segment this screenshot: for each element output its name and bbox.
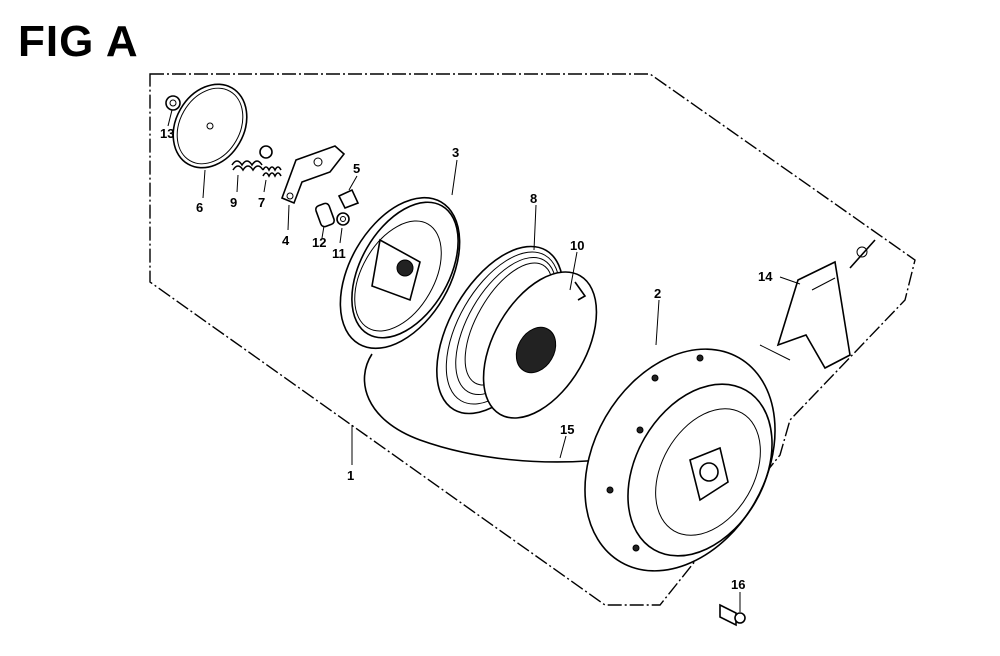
callout-3: 3 xyxy=(452,145,459,160)
callout-13: 13 xyxy=(160,126,174,141)
callout-6: 6 xyxy=(196,200,203,215)
callout-1: 1 xyxy=(347,468,354,483)
callout-12: 12 xyxy=(312,235,326,250)
figure-title: FIG A xyxy=(18,17,139,66)
part-10-spring-case-icon xyxy=(482,271,598,419)
part-3-reel-icon xyxy=(339,196,461,350)
part-4-ratchet-pawl-icon xyxy=(280,145,346,205)
part-7-ratchet-spring-icon xyxy=(259,145,282,178)
part-5-pin-icon xyxy=(337,188,360,210)
callout-10: 10 xyxy=(570,238,584,253)
part-2-starter-case-icon xyxy=(584,348,776,572)
callout-5: 5 xyxy=(353,161,360,176)
callout-11: 11 xyxy=(332,246,346,261)
assembly-boundary-outline xyxy=(149,73,916,606)
part-13-nut-icon xyxy=(165,95,181,111)
part-11-washer-icon xyxy=(336,212,350,226)
callout-16: 16 xyxy=(731,577,745,592)
callout-7: 7 xyxy=(258,195,265,210)
callout-4: 4 xyxy=(282,233,290,248)
callout-9: 9 xyxy=(230,195,237,210)
callout-14: 14 xyxy=(758,269,773,284)
part-16-bolt-icon xyxy=(719,603,746,627)
part-12-collar-icon xyxy=(314,202,336,228)
part-9-spring-icon xyxy=(231,160,264,172)
leader-lines xyxy=(167,109,801,612)
callout-15: 15 xyxy=(560,422,574,437)
callout-2: 2 xyxy=(654,286,661,301)
callout-8: 8 xyxy=(530,191,537,206)
part-6-plate-icon xyxy=(172,83,248,169)
part-14-starter-grip-icon xyxy=(759,239,876,370)
